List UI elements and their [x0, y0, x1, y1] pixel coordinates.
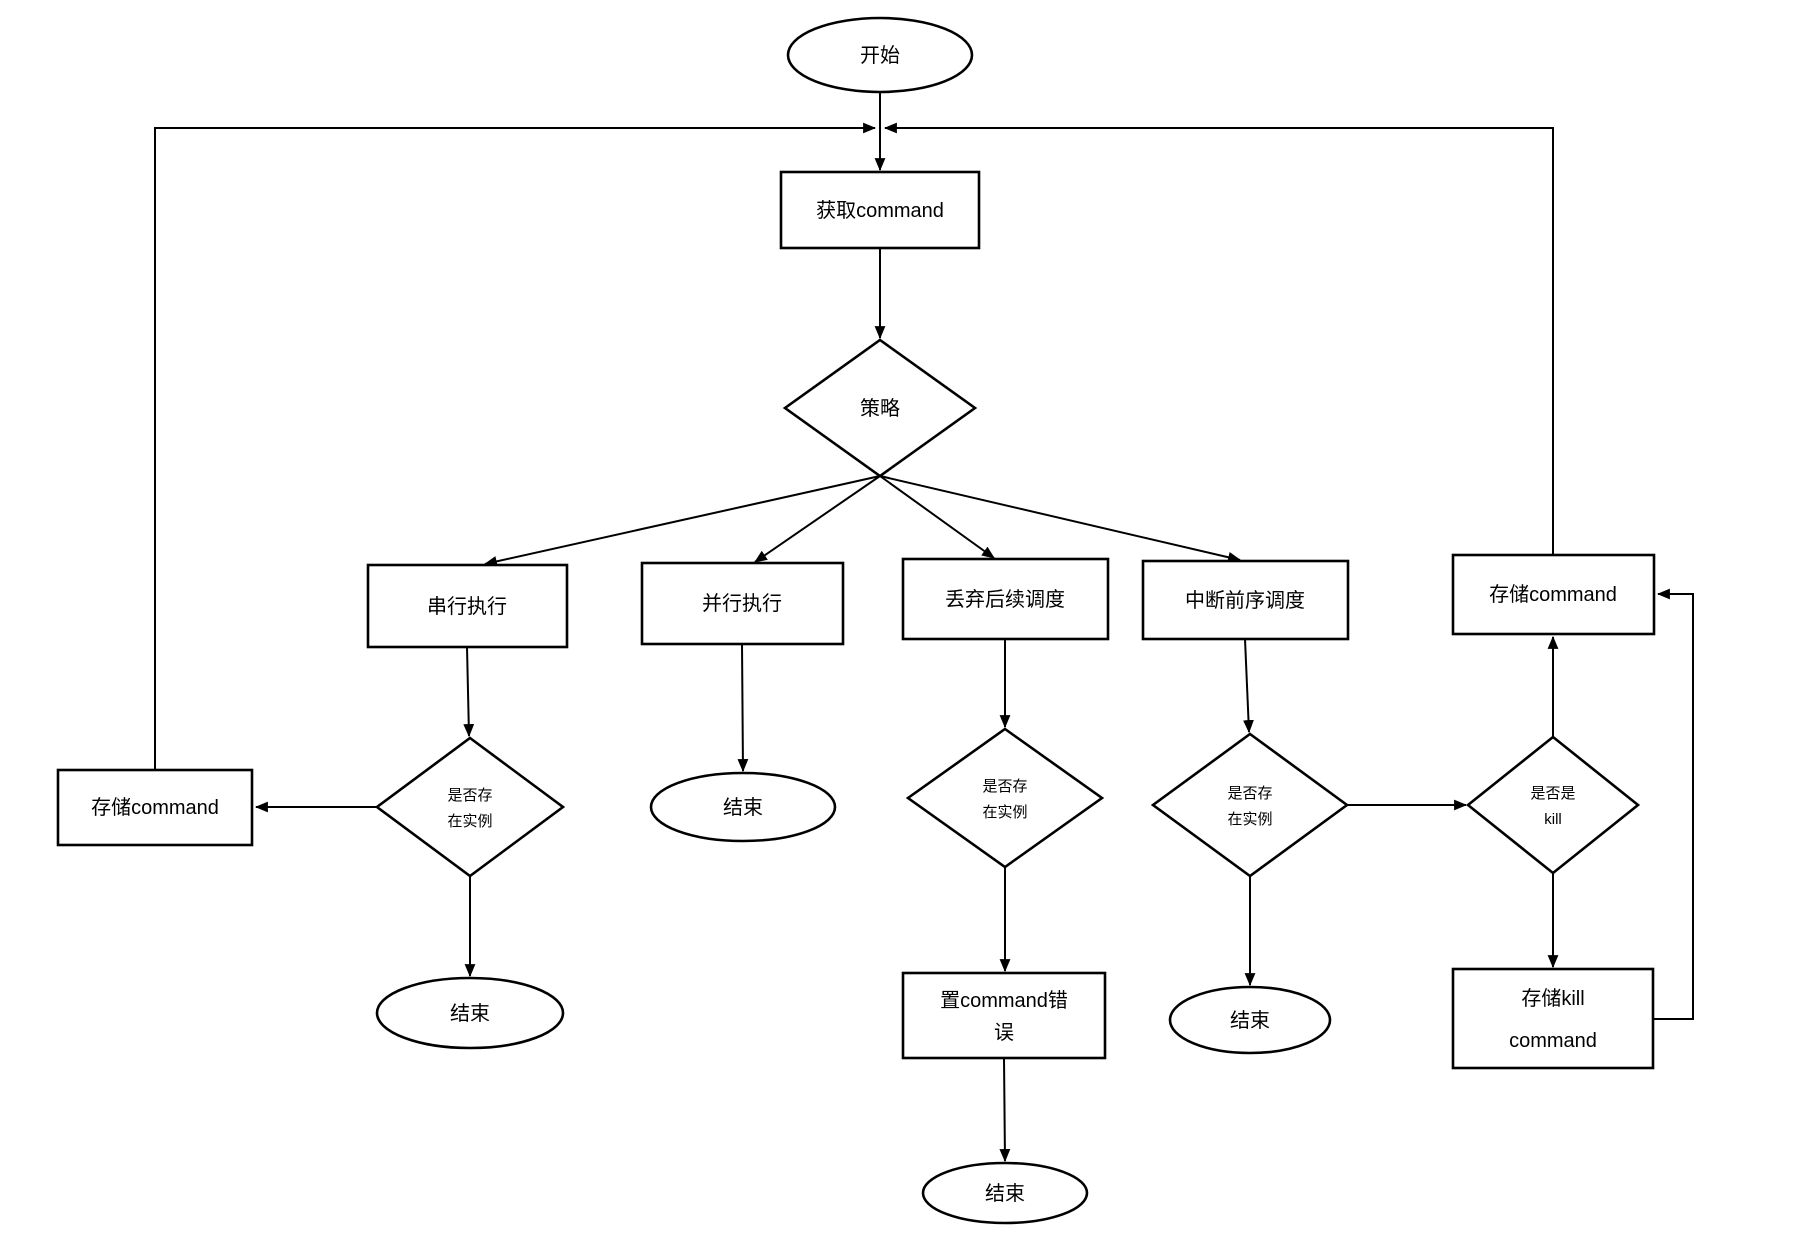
- node-set-command-error: [901, 971, 1107, 1060]
- edge-parallel-to-end: [737, 643, 749, 773]
- node-parallel-exec: [640, 561, 845, 646]
- node-set-command-error-line2: 误: [994, 1022, 1014, 1044]
- node-instance-discard: [905, 727, 1105, 869]
- node-set-command-error-line1: 置command错: [940, 989, 1068, 1012]
- node-store-command-left-label: 存储command: [91, 796, 219, 819]
- node-instance-interrupt-line2: 在实例: [1227, 811, 1272, 828]
- edge-strategy-to-parallel: [754, 475, 881, 563]
- node-strategy-label: 策略: [860, 397, 900, 420]
- edge-strategy-to-interrupt: [879, 475, 1242, 563]
- node-end-parallel-label: 结束: [723, 796, 763, 819]
- edge-serial-to-instance: [463, 646, 475, 738]
- node-serial-exec: [366, 563, 569, 649]
- node-store-kill-command-line2: command: [1509, 1030, 1597, 1052]
- node-store-kill-command-line1: 存储kill: [1521, 987, 1584, 1010]
- node-instance-serial-line2: 在实例: [447, 813, 492, 830]
- node-end-discard: [921, 1161, 1089, 1225]
- edge-store-kill-feedback: [1653, 588, 1694, 1020]
- node-start-label: 开始: [860, 44, 900, 67]
- edge-strategy-to-serial: [483, 475, 881, 567]
- node-end-interrupt: [1168, 985, 1332, 1055]
- node-instance-discard-line2: 在实例: [982, 804, 1027, 821]
- node-store-command-left: [56, 768, 254, 847]
- node-instance-serial: [374, 736, 566, 878]
- node-get-command: [779, 170, 981, 250]
- node-discard-following: [901, 557, 1110, 641]
- node-start: [786, 16, 974, 94]
- node-store-kill-command: [1451, 967, 1655, 1070]
- node-end-interrupt-label: 结束: [1230, 1009, 1270, 1032]
- node-instance-discard-line1: 是否存: [982, 778, 1027, 795]
- node-store-command-right: [1451, 553, 1656, 636]
- node-end-discard-label: 结束: [985, 1182, 1025, 1205]
- node-interrupt-previous: [1141, 559, 1350, 641]
- node-instance-interrupt: [1150, 732, 1350, 878]
- node-instance-interrupt-line1: 是否存: [1227, 785, 1272, 802]
- node-parallel-exec-label: 并行执行: [702, 592, 782, 615]
- node-get-command-label: 获取command: [816, 199, 944, 222]
- node-is-kill: [1465, 735, 1641, 875]
- edge-store-right-feedback: [883, 122, 1554, 555]
- node-serial-exec-label: 串行执行: [427, 595, 507, 618]
- edge-strategy-to-discard: [879, 475, 995, 559]
- node-is-kill-line1: 是否是: [1530, 785, 1575, 802]
- node-discard-following-label: 丢弃后续调度: [945, 588, 1065, 611]
- node-end-serial-label: 结束: [450, 1002, 490, 1025]
- node-store-command-right-label: 存储command: [1489, 583, 1617, 606]
- node-interrupt-previous-label: 中断前序调度: [1185, 589, 1305, 612]
- node-strategy: [782, 338, 978, 478]
- node-instance-serial-line1: 是否存: [447, 787, 492, 804]
- edge-store-left-feedback: [154, 122, 877, 770]
- edge-interrupt-to-instance: [1243, 638, 1254, 734]
- node-end-parallel: [649, 771, 837, 843]
- node-is-kill-line2: kill: [1544, 811, 1562, 828]
- edge-set-error-to-end: [999, 1057, 1011, 1163]
- node-end-serial: [375, 976, 565, 1050]
